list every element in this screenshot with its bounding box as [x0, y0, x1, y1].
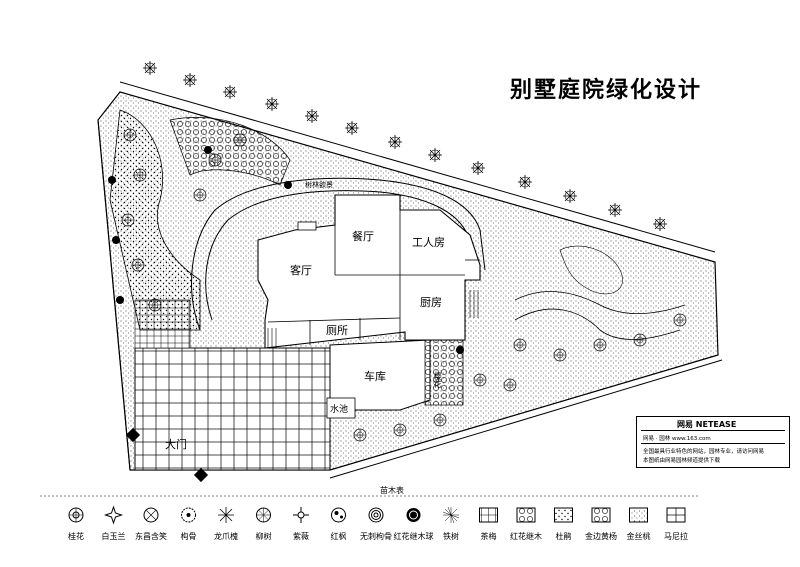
legend-label: 龙爪槐: [214, 532, 238, 541]
drawing-title: 别墅庭院绿化设计: [510, 78, 703, 103]
legend-label: 白玉兰: [101, 532, 126, 541]
loropetalum-ball-icon: [406, 508, 421, 522]
pool: [326, 397, 356, 419]
legend-label: 马尼拉: [664, 532, 688, 541]
room-label-kitchen: 厨房: [420, 296, 442, 309]
title-block-line1: 网易 · 园林 www.163.com: [643, 436, 711, 442]
paved-plaza: [134, 347, 331, 471]
room-label-garage: 车库: [364, 370, 386, 383]
room-label-dining: 餐厅: [352, 230, 374, 243]
arbor-label: 树林欲景: [305, 181, 333, 189]
title-block-brand: 网易 NETEASE: [677, 420, 737, 429]
legend-label: 杜鹃: [555, 532, 572, 541]
stream: [514, 308, 681, 340]
legend-label: 铁树: [443, 532, 459, 541]
loropetalum-hedge-icon: [516, 507, 536, 523]
title-block-line2: 全国最具行业特色的网站，园林专业，请访问网易: [643, 449, 765, 455]
legend-label: 桂花: [68, 532, 84, 541]
legend-label: 金丝桃: [626, 532, 651, 541]
azalea-icon: [554, 507, 573, 523]
legend-label: 东昌含笑: [135, 532, 167, 541]
spineless-holly-icon: [368, 507, 384, 523]
title-block-line3: 本图纸由网易园林频道提供下载: [643, 458, 721, 464]
garden-path: [191, 177, 486, 331]
gate-post-right: [193, 467, 209, 483]
sasanqua-icon: [479, 507, 498, 523]
crape-myrtle-icon: [293, 507, 309, 523]
legend-label: 红花继木球: [393, 532, 434, 541]
legend-icons: [68, 505, 686, 525]
osmanthus-icon: [68, 507, 84, 523]
willow-icon: [256, 507, 271, 523]
holly-icon: [181, 507, 196, 523]
michelia-icon: [143, 507, 159, 523]
room-label-pool: 水池: [330, 405, 349, 415]
room-label-living: 客厅: [290, 264, 312, 277]
legend-label: 红枫: [330, 532, 347, 541]
legend-label: 构骨: [180, 532, 197, 541]
manila-grass-icon: [666, 507, 686, 523]
legend-label: 无刺枸骨: [360, 532, 392, 541]
gate-post-left: [125, 427, 141, 443]
cycad-icon: [442, 506, 460, 524]
room-label-toilet: 厕所: [326, 324, 348, 337]
hypericum-icon: [629, 507, 648, 523]
pagoda-tree-icon: [218, 507, 234, 523]
room-label-gate: 大门: [165, 438, 187, 451]
boxwood-icon: [591, 507, 611, 523]
magnolia-icon: [103, 505, 124, 525]
legend-label: 紫薇: [293, 532, 309, 541]
red-maple-icon: [331, 507, 346, 523]
legend-label: 红花继木: [510, 532, 542, 541]
legend-title: 苗木表: [380, 486, 404, 495]
left-planting-bed: [109, 109, 201, 331]
villa-building: [257, 194, 481, 349]
legend-label: 茶梅: [480, 532, 497, 541]
legend-label: 柳树: [255, 532, 272, 541]
room-label-worker: 工人房: [412, 236, 445, 249]
legend-label: 金边黄杨: [585, 532, 617, 541]
title-block: 网易 NETEASE 网易 · 园林 www.163.com 全国最具行业特色的…: [636, 416, 790, 468]
tree-label: 樱花: [433, 372, 442, 388]
